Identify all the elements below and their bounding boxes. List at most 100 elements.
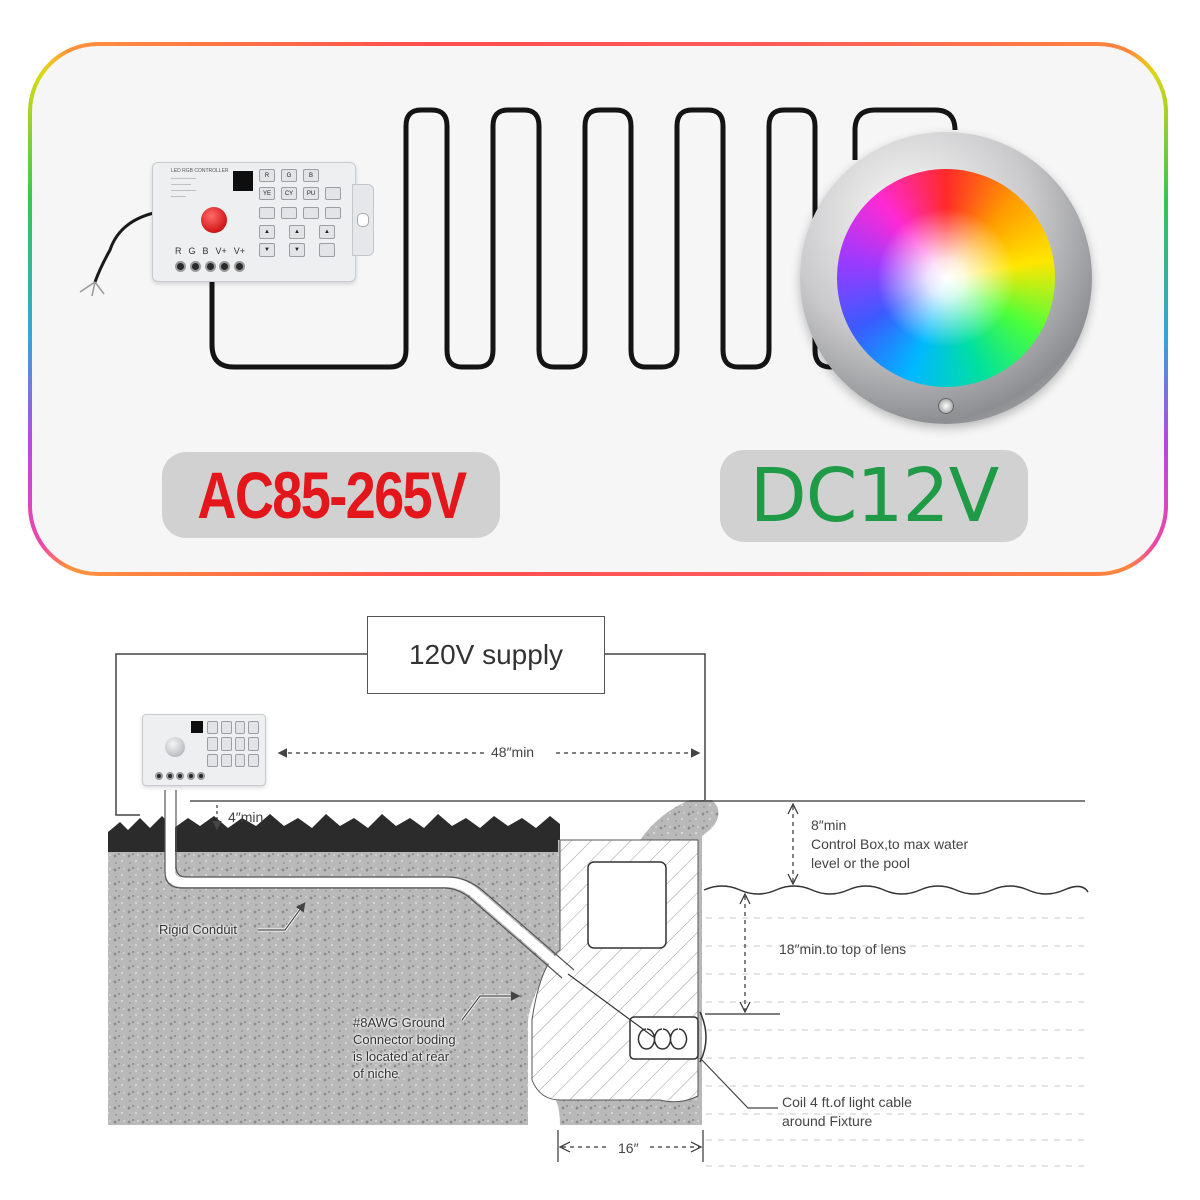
controller-mount-tab [352,184,374,256]
cable-path [209,107,842,370]
terminal [204,261,216,272]
button-down-2[interactable]: ▼ [289,243,305,257]
ac-voltage-label: AC85-265V [196,458,467,532]
ground-note-4: of niche [353,1066,399,1081]
terminal-block [175,261,245,272]
keypad-key[interactable] [220,737,232,751]
ground-note-1: #8AWG Ground [353,1015,446,1030]
cable-coil [637,1028,688,1050]
control-box-keypad [207,721,259,767]
keypad-key[interactable] [248,721,259,735]
port-labels: R G B V+ V+ [175,246,245,256]
terminal [175,261,186,272]
button-g[interactable]: G [281,169,297,182]
pool-light-fixture [800,132,1092,424]
rigid-conduit-label: Rigid Conduit [159,922,238,937]
button-ye[interactable]: YE [259,187,275,200]
mount-hole [357,213,369,227]
control-box-display [191,721,203,733]
dim-8-label: 8″min [811,817,847,833]
terminal [186,772,195,780]
dim-8-arrows [787,802,799,886]
serpentine-cable [79,107,958,370]
terminal [165,772,174,780]
port-label-v2: V+ [233,246,245,256]
terminal [197,772,205,780]
supply-wire-right [604,653,706,800]
keypad-key[interactable] [207,721,218,735]
installation-diagram [108,653,1089,1167]
control-box-terminals [155,772,205,780]
dc-voltage-label: DC12V [749,453,999,539]
button-f1[interactable] [259,207,275,219]
controller-lead-wire [93,210,159,283]
button-f3[interactable] [303,207,319,219]
terminal [155,772,163,780]
button-cy[interactable]: CY [281,187,297,200]
keypad-key[interactable] [220,753,232,767]
button-down-1[interactable]: ▼ [259,243,275,257]
button-mode-small[interactable] [325,187,341,200]
cable-to-niche [567,973,656,1039]
leader-coil [699,1057,778,1109]
supply-label: 120V supply [408,639,564,670]
leader-conduit [258,902,306,931]
terminal [176,772,184,780]
button-f2[interactable] [281,207,297,219]
button-up-1[interactable]: ▲ [259,225,275,239]
junction-box [587,861,667,949]
port-label-g: G [188,246,196,256]
keypad-key[interactable] [207,753,218,767]
ground-note-2: Connector boding [353,1032,456,1047]
keypad-key[interactable] [234,721,246,735]
dim-16-label: 16″ [618,1140,639,1156]
controller-display [233,171,253,191]
water-lines [706,917,1088,1167]
leader-ground [461,991,521,1021]
fixture-screw [938,398,954,414]
power-switch[interactable] [201,207,227,233]
dim-4-label: 4″min [228,809,264,825]
button-b[interactable]: B [303,169,319,182]
controller-spec-text: ————————————————— [171,176,196,200]
terminal [219,261,231,272]
port-label-v1: V+ [215,246,227,256]
dim-48-label: 48″min [488,744,538,760]
keypad-key[interactable] [248,753,259,767]
gravel-ground [108,840,560,1125]
terminal [234,261,245,272]
dc-voltage-pill: DC12V [720,450,1028,542]
rgb-lens [837,169,1055,387]
controller-header: LED RGB CONTROLLER [171,168,229,174]
button-up-2[interactable]: ▲ [289,225,305,239]
ground-note-3: is located at rear [353,1049,450,1064]
button-up-3[interactable]: ▲ [319,225,335,239]
cable-path-to-lamp [852,107,958,160]
button-f4[interactable] [325,207,341,219]
conduit-fill [165,790,572,978]
ac-voltage-pill: AC85-265V [162,452,500,538]
dim-16-arrows [558,1141,703,1153]
button-r[interactable]: R [259,169,275,182]
keypad-key[interactable] [234,753,246,767]
coil-note-1: Coil 4 ft.of light cable [782,1094,912,1110]
lens-depth-note: 18″min.to top of lens [779,941,907,957]
keypad-key[interactable] [220,721,232,735]
rgb-controller: LED RGB CONTROLLER ————————————————— R G… [152,162,356,282]
fixture-edge [699,1011,707,1063]
keypad-key[interactable] [234,737,246,751]
supply-box: 120V supply [367,616,605,694]
supply-wire-left [115,653,368,816]
control-box-knob[interactable] [165,737,185,757]
keypad-key[interactable] [248,737,259,751]
lead-wire-ends [79,281,105,297]
port-label-r: R [175,246,182,256]
terminal [189,261,201,272]
keypad-key[interactable] [207,737,218,751]
port-label-b: B [202,246,209,256]
control-box-note-2: level or the pool [811,855,910,871]
control-box-note-1: Control Box,to max water [811,836,969,852]
button-mode[interactable] [319,243,335,257]
rigid-conduit [164,790,575,979]
button-pu[interactable]: PU [303,187,319,200]
